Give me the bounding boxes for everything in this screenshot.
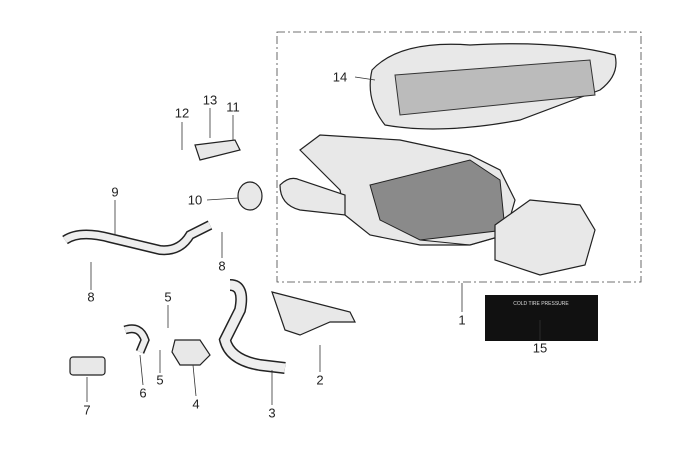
callout-12: 12 xyxy=(174,105,190,121)
valve-4 xyxy=(171,339,211,366)
callout-3: 3 xyxy=(268,405,276,421)
bracket-2 xyxy=(271,291,356,336)
callout-11: 11 xyxy=(226,99,240,115)
callout-1: 1 xyxy=(458,312,466,328)
tire-pressure-decal xyxy=(485,295,598,341)
callout-15: 15 xyxy=(532,340,548,356)
callout-2: 2 xyxy=(316,372,324,388)
callout-10: 10 xyxy=(187,192,203,208)
callout-7: 7 xyxy=(83,402,91,418)
callout-8: 8 xyxy=(87,289,95,305)
hose-clamp xyxy=(237,181,263,211)
filter-7 xyxy=(69,356,106,376)
svg-text:COLD TIRE PRESSURE: COLD TIRE PRESSURE xyxy=(513,301,569,307)
air-filter-element xyxy=(369,43,617,130)
assembly-boundary xyxy=(276,31,642,283)
callout-5: 5 xyxy=(164,289,172,305)
callout-8: 8 xyxy=(218,258,226,274)
callout-14: 14 xyxy=(332,69,348,85)
callout-13: 13 xyxy=(202,92,218,108)
callout-6: 6 xyxy=(139,385,147,401)
callout-5: 5 xyxy=(156,372,164,388)
intake-duct xyxy=(279,177,346,216)
callout-9: 9 xyxy=(111,184,119,200)
callout-4: 4 xyxy=(192,396,200,412)
air-box-cover xyxy=(494,199,596,276)
bracket-11 xyxy=(194,139,241,161)
air-box-housing xyxy=(299,134,516,246)
